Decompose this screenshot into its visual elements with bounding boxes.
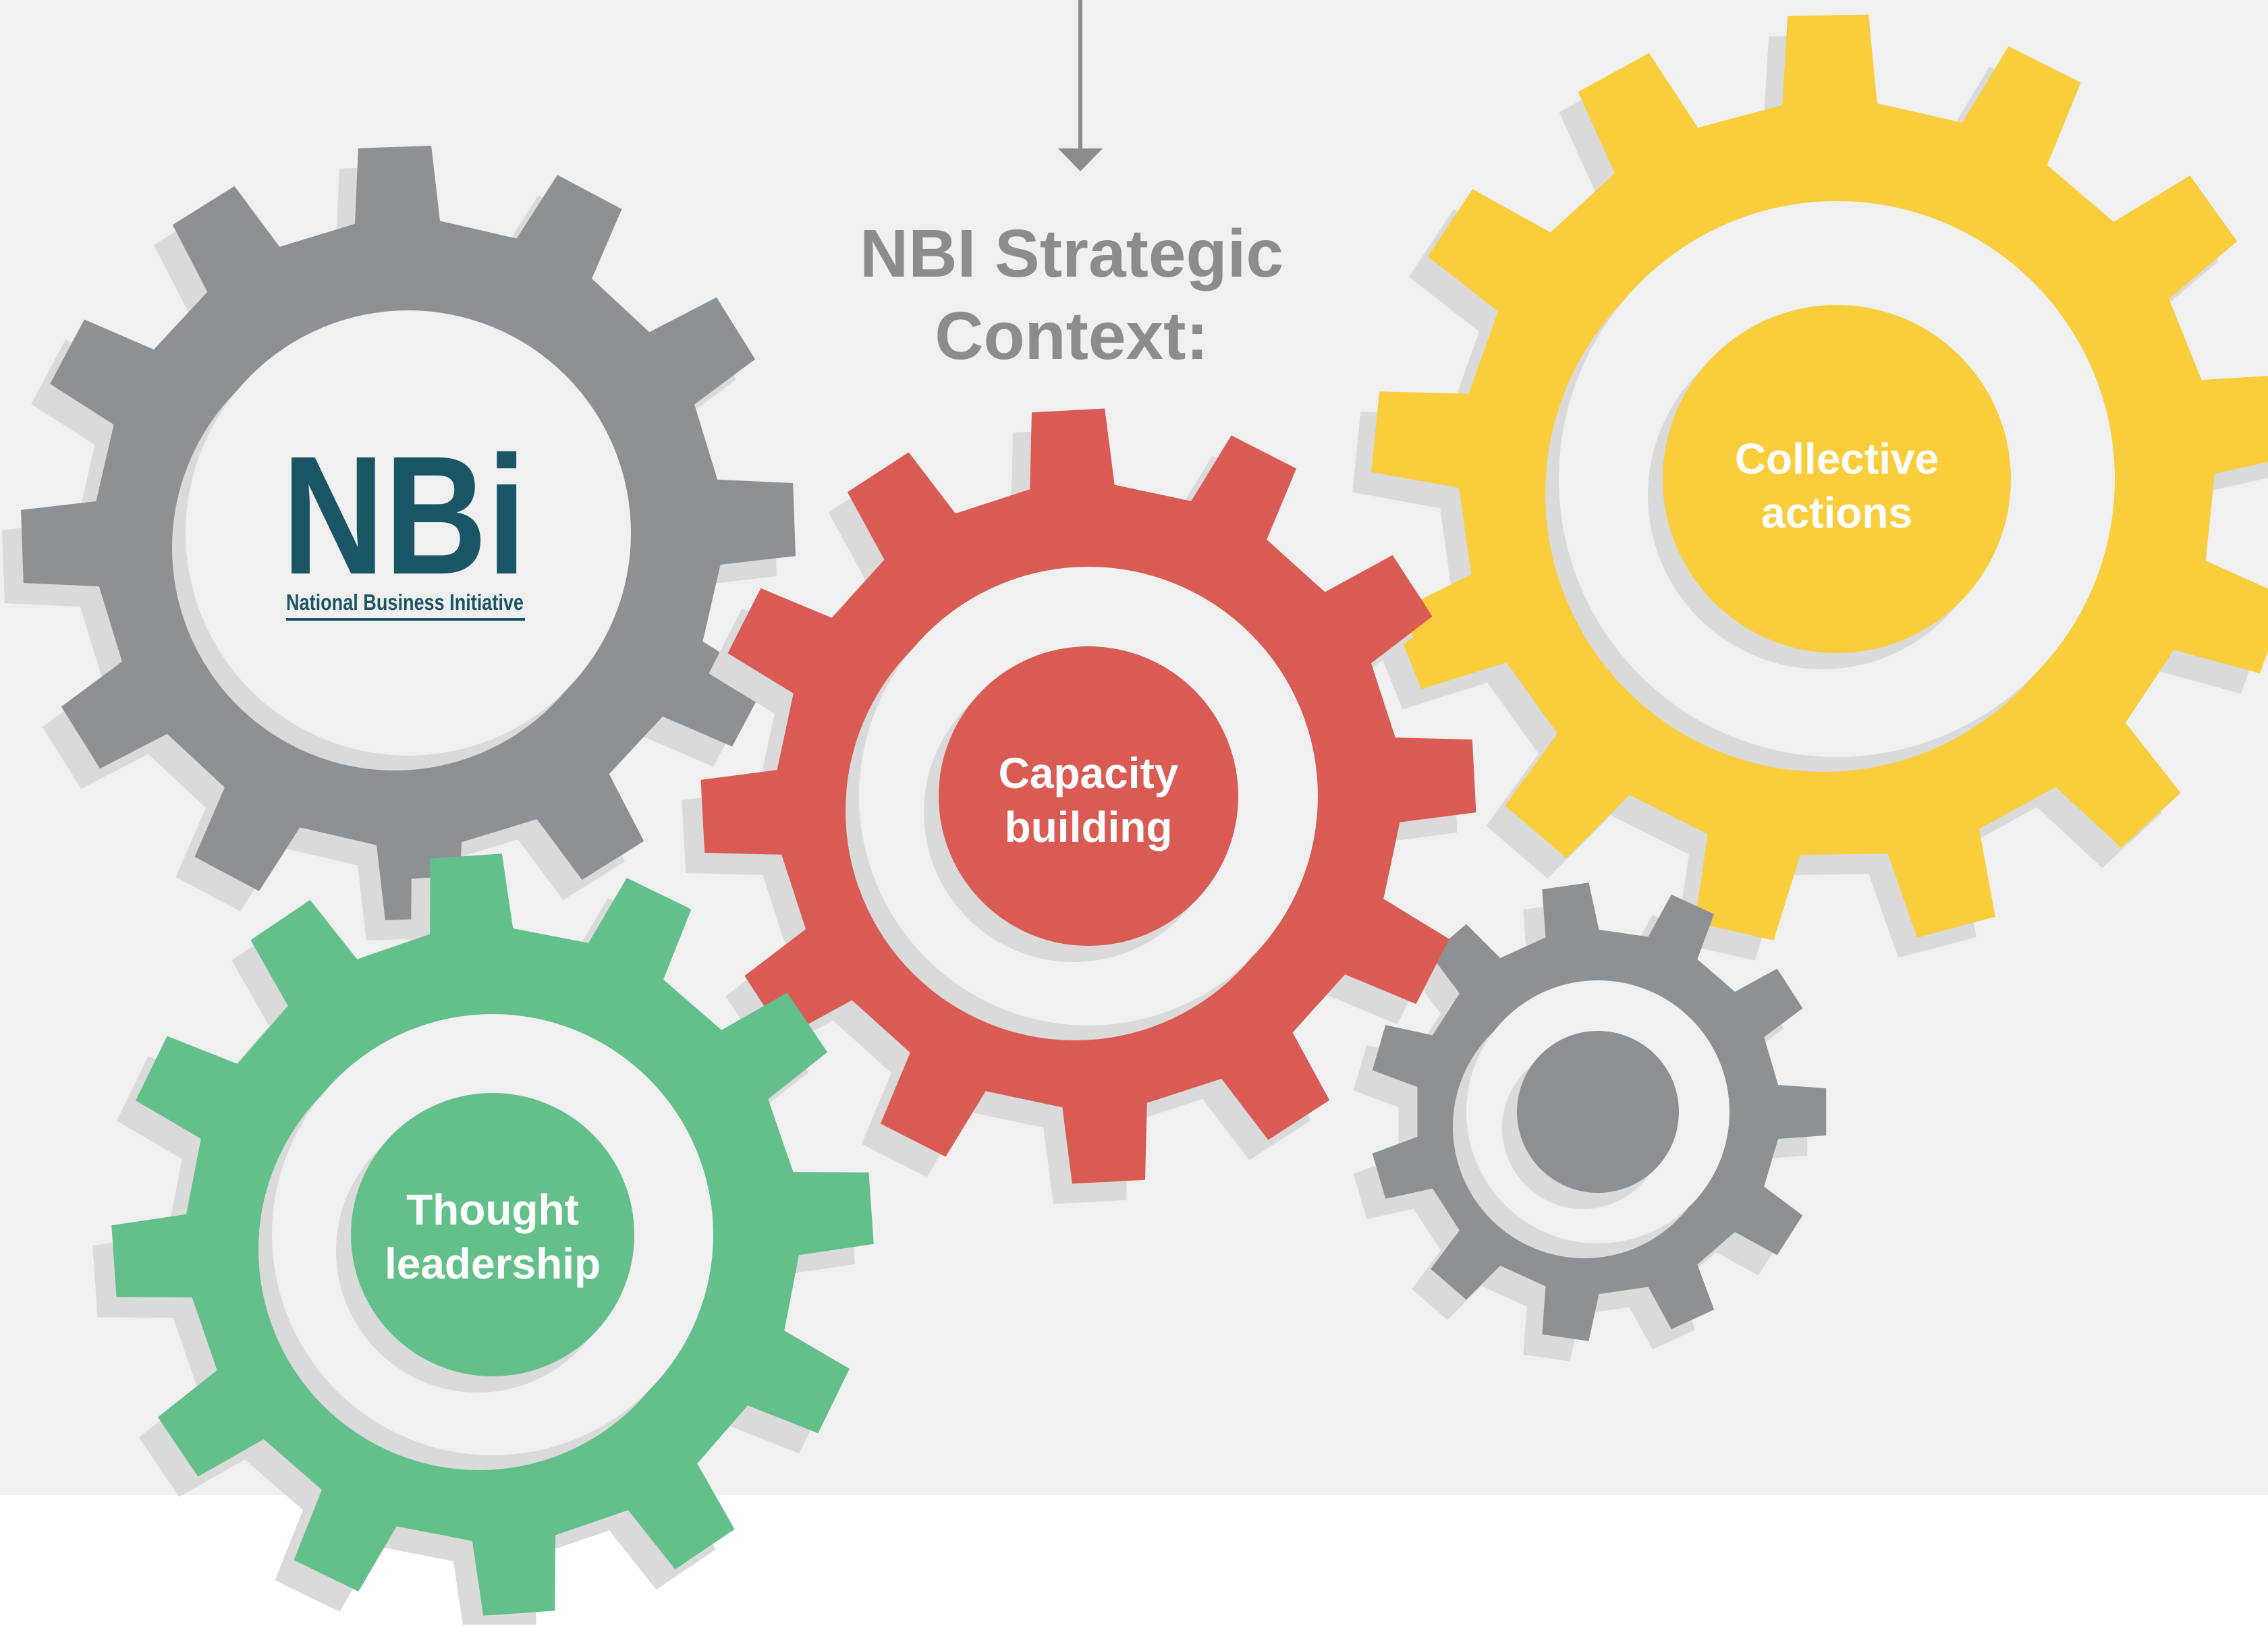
collective-gear-label: Collective actions [1735,434,1939,537]
grey-logo-gear-ring [186,310,631,756]
diagram-title: NBI Strategic Context: [860,216,1283,374]
red-gear [682,408,1476,1204]
title-line-1: NBI Strategic [860,216,1283,291]
thought-gear-label: Thought leadership [385,1185,601,1288]
logo-mark: NBi [282,421,526,609]
grey-logo-gear [2,146,796,941]
thought-label-line-2: leadership [385,1239,601,1288]
arrow-head [1058,148,1103,171]
thought-label-line-1: Thought [406,1185,579,1234]
collective-label-line-2: actions [1761,488,1912,537]
green-gear-hub [351,1093,634,1376]
grey-small-gear-hub [1517,1031,1679,1193]
capacity-label-line-1: Capacity [999,749,1179,797]
yellow-gear-hub [1663,305,2011,653]
capacity-gear-label: Capacity building [999,749,1179,851]
red-gear-hub [939,646,1238,946]
title-line-2: Context: [935,298,1209,374]
yellow-gear [1352,14,2268,961]
nbi-logo: NBi National Business Initiative [282,421,526,621]
logo-subtitle: National Business Initiative [286,590,524,615]
grey-small-gear [1353,882,1827,1362]
gear-layer [2,14,2268,1628]
green-gear [92,853,874,1628]
capacity-label-line-2: building [1005,803,1173,851]
collective-label-line-1: Collective [1735,434,1939,483]
connector-arrow [1058,0,1103,171]
